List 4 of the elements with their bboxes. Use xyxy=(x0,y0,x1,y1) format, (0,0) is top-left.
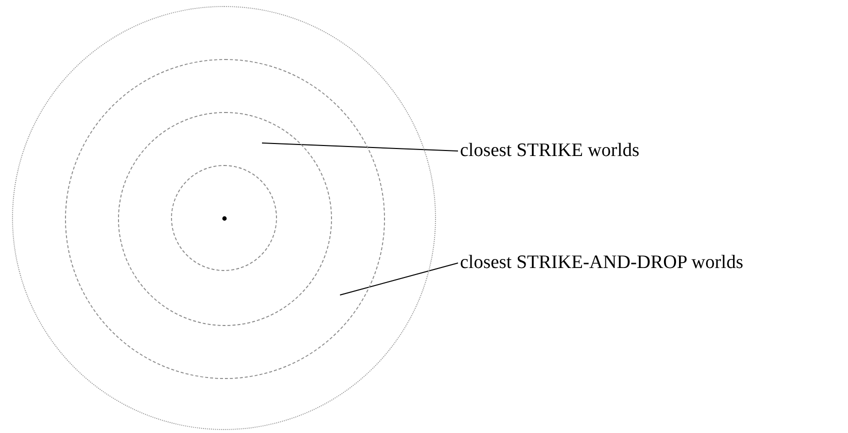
leader-line xyxy=(340,262,458,296)
callout-label: closest STRIKE worlds xyxy=(460,137,640,165)
callout-label: closest STRIKE-AND-DROP worlds xyxy=(460,249,744,277)
leader-line xyxy=(262,142,458,152)
